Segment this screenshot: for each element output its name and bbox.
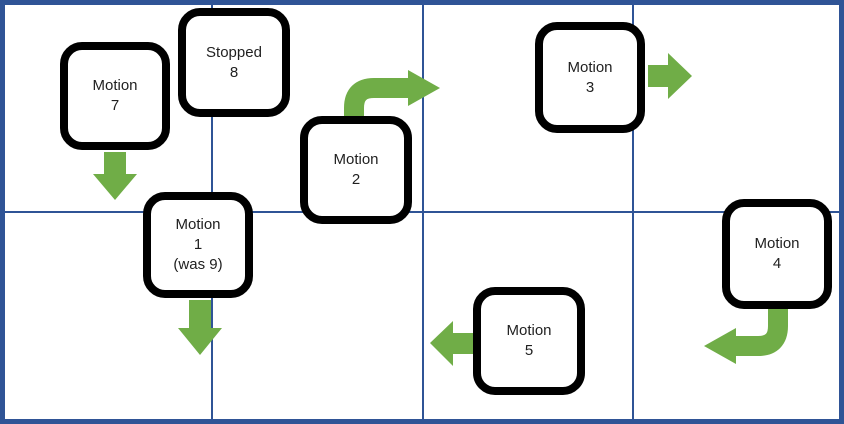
left-arrow-icon — [430, 321, 476, 366]
node-motion-5-label: Motion 5 — [506, 322, 552, 359]
node-motion-4: Motion 4 — [722, 199, 832, 309]
node-motion-2-label: Motion 2 — [333, 151, 379, 188]
down-then-left-curved-arrow-icon — [704, 308, 788, 364]
right-arrow-icon — [648, 53, 692, 99]
node-motion-7-label: Motion 7 — [92, 77, 138, 114]
node-motion-1: Motion 1 (was 9) — [143, 192, 253, 298]
node-stopped-8-label: Stopped 8 — [206, 43, 262, 81]
node-motion-3: Motion 3 — [535, 22, 645, 133]
up-then-right-curved-arrow-icon — [344, 70, 440, 126]
down-arrow-icon — [93, 152, 137, 200]
node-motion-4-label: Motion 4 — [754, 235, 800, 272]
down-arrow-icon — [178, 300, 222, 355]
node-motion-1-label: Motion 1 (was 9) — [173, 216, 223, 273]
node-motion-5: Motion 5 — [473, 287, 585, 395]
node-stopped-8: Stopped 8 — [178, 8, 290, 117]
grid-line-horizontal-1 — [0, 211, 844, 213]
node-motion-2: Motion 2 — [300, 116, 412, 224]
node-motion-7: Motion 7 — [60, 42, 170, 150]
node-motion-3-label: Motion 3 — [567, 58, 613, 96]
